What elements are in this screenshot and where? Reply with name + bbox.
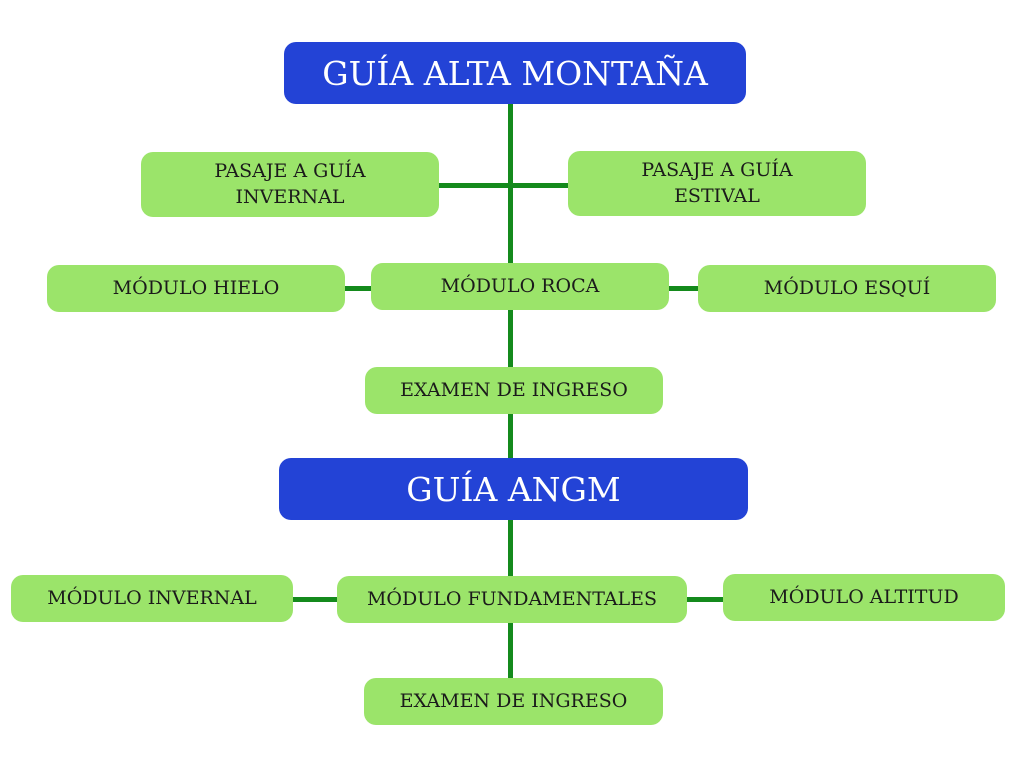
box-modulo-roca: MÓDULO ROCA xyxy=(371,263,669,310)
title-guia-alta-montana: GUÍA ALTA MONTAÑA xyxy=(284,42,746,104)
fundamentales-altitud-connector xyxy=(685,597,725,602)
title-guia-angm: GUÍA ANGM xyxy=(279,458,748,520)
box-pasaje-guia-estival: PASAJE A GUÍA ESTIVAL xyxy=(568,151,866,216)
box-examen-ingreso-top: EXAMEN DE INGRESO xyxy=(365,367,663,414)
box-modulo-invernal: MÓDULO INVERNAL xyxy=(11,575,293,622)
box-pasaje-guia-invernal: PASAJE A GUÍA INVERNAL xyxy=(141,152,439,217)
roca-esqui-connector xyxy=(667,286,700,291)
pasaje-horizontal-connector xyxy=(438,183,570,188)
box-modulo-hielo: MÓDULO HIELO xyxy=(47,265,345,312)
hielo-roca-connector xyxy=(344,286,374,291)
invernal-fundamentales-connector xyxy=(292,597,340,602)
box-modulo-esqui: MÓDULO ESQUÍ xyxy=(698,265,996,312)
box-examen-ingreso-bottom: EXAMEN DE INGRESO xyxy=(364,678,663,725)
box-modulo-altitud: MÓDULO ALTITUD xyxy=(723,574,1005,621)
box-modulo-fundamentales: MÓDULO FUNDAMENTALES xyxy=(337,576,687,623)
